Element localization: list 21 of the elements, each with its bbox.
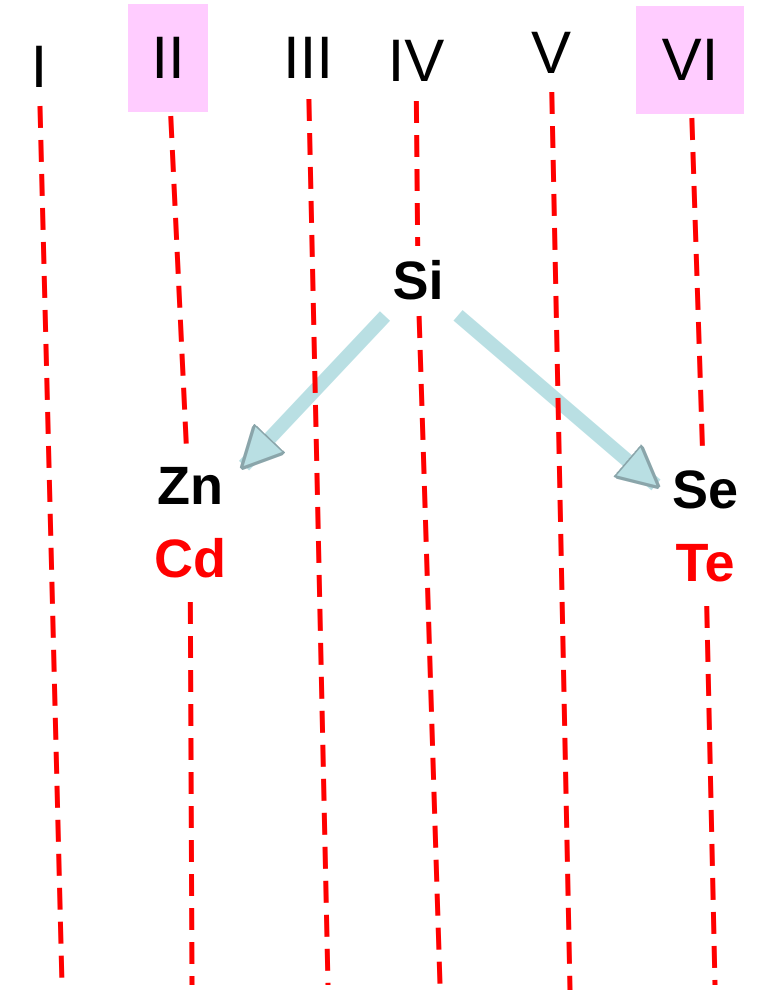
dashed-column-line — [416, 316, 442, 986]
block-arrow — [453, 310, 661, 490]
group-label: V — [516, 18, 586, 88]
dashed-column-line — [188, 602, 194, 985]
element-symbol: Si — [382, 250, 454, 312]
dashed-column-line — [168, 116, 189, 444]
group-label: IV — [376, 25, 456, 97]
block-arrow — [238, 311, 390, 470]
element-symbol: Se — [672, 459, 738, 522]
dashed-column-line — [549, 92, 572, 990]
dashed-column-line — [414, 100, 420, 246]
element-symbol: Zn — [157, 455, 223, 518]
group-label: I — [14, 32, 64, 102]
highlighted-group-label: II — [128, 4, 208, 112]
element-symbol: Te — [675, 532, 734, 595]
element-symbol: Cd — [154, 528, 226, 591]
highlighted-group-label: VI — [636, 6, 744, 114]
group-label: III — [268, 20, 348, 95]
dashed-column-line — [689, 118, 705, 448]
dashed-column-line — [306, 98, 330, 986]
dashed-column-line — [704, 606, 718, 986]
